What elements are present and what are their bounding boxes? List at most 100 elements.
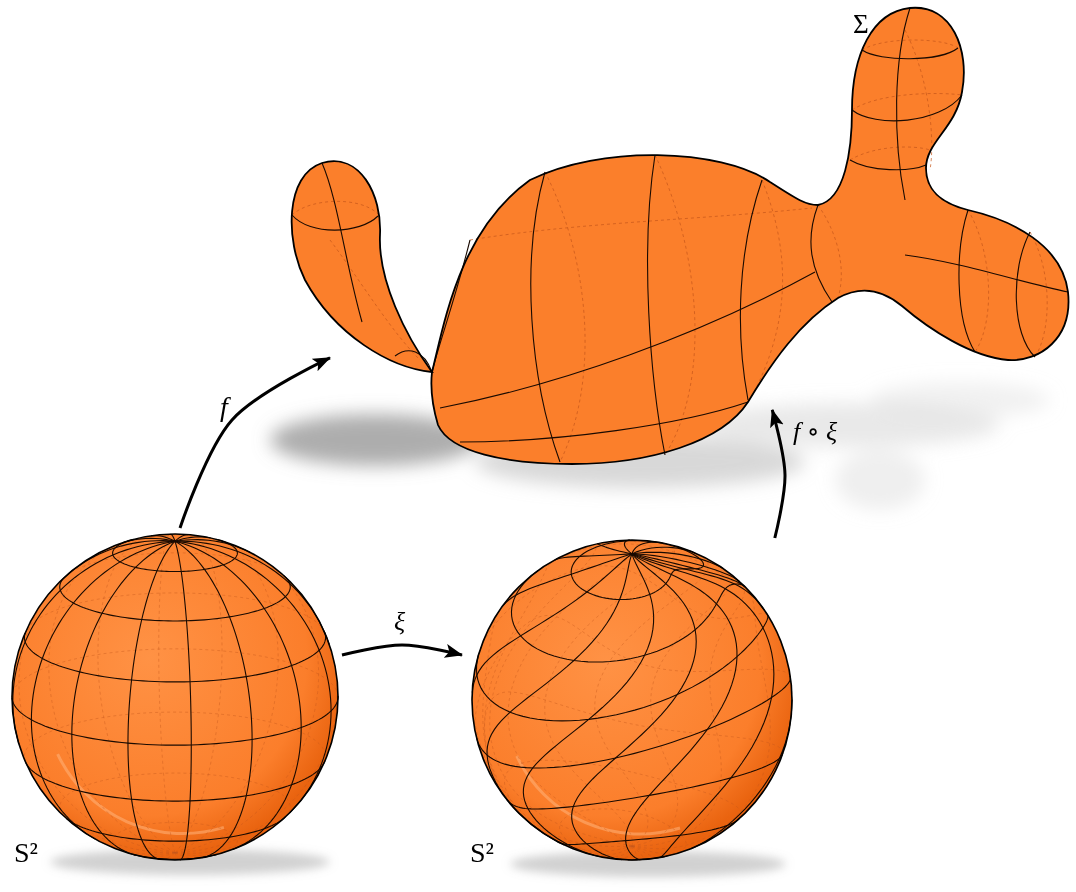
shadow <box>835 450 925 510</box>
grid-line <box>60 577 187 621</box>
map-label: f ∘ ξ <box>793 418 837 447</box>
grid-line <box>905 255 1068 292</box>
grid-line <box>597 544 632 554</box>
label-holder: ξ <box>394 608 405 637</box>
hidden-grid-line <box>1030 232 1047 357</box>
grid-line <box>191 696 338 745</box>
grid-line <box>624 540 632 554</box>
hidden-grid-line <box>485 560 632 846</box>
hidden-grid-line <box>560 809 686 860</box>
grid-line <box>740 180 762 400</box>
grid-line <box>440 272 815 408</box>
surface-outline <box>292 161 432 372</box>
hidden-grid-line <box>752 180 783 396</box>
grid-line <box>811 205 832 302</box>
sphere-body <box>12 534 338 860</box>
grid-line <box>571 541 703 600</box>
grid-line <box>190 631 326 681</box>
figure-node: S² <box>462 538 802 878</box>
grid-line <box>648 155 665 455</box>
grid-line <box>72 541 175 855</box>
grid-line <box>737 615 768 657</box>
figure-node: Σ <box>282 2 1074 472</box>
grid-line <box>187 576 291 621</box>
hidden-grid-line <box>24 712 325 763</box>
figure-label: Σ <box>853 10 869 40</box>
map-arrow <box>180 358 330 528</box>
grid-line <box>175 535 188 542</box>
hidden-grid-line <box>25 593 324 633</box>
hidden-grid-line <box>545 543 675 846</box>
hidden-grid-line <box>484 692 782 799</box>
grid-line <box>322 163 362 322</box>
grid-line <box>175 541 301 849</box>
hidden-grid-line <box>632 582 745 846</box>
shadow <box>870 382 1050 418</box>
grid-line <box>175 541 191 860</box>
grid-line <box>558 841 626 845</box>
hidden-grid-line <box>175 535 222 853</box>
map-arrow <box>772 410 785 538</box>
illustration <box>292 8 1069 464</box>
grid-line <box>476 655 737 720</box>
grid-line <box>128 541 175 859</box>
grid-line <box>1016 232 1035 357</box>
map-arrow <box>342 645 462 655</box>
hidden-grid-line <box>49 543 175 853</box>
map-label: ξ <box>394 608 405 637</box>
map-label: f <box>220 392 228 423</box>
grid-line <box>531 172 560 462</box>
grid-line <box>632 542 661 554</box>
grid-line <box>292 215 378 230</box>
grid-line <box>432 240 470 372</box>
hidden-grid-line <box>968 210 989 352</box>
label-holder: f ∘ ξ <box>793 418 837 447</box>
hidden-grid-line <box>65 553 284 577</box>
grid-line <box>959 210 975 352</box>
hidden-grid-line <box>852 94 962 110</box>
grid-line <box>572 554 697 860</box>
hidden-grid-line <box>159 534 175 853</box>
sphere-body <box>472 540 792 860</box>
grid-line <box>175 541 252 858</box>
grid-line <box>523 554 653 857</box>
figure-label: S² <box>14 838 38 869</box>
grid-line <box>65 541 175 577</box>
hidden-grid-line <box>175 644 337 852</box>
hidden-grid-line <box>19 744 175 853</box>
figure-node: S² <box>8 528 342 878</box>
grid-line <box>460 402 748 442</box>
grid-line <box>632 547 695 554</box>
grid-line <box>691 700 792 849</box>
hidden-grid-line <box>655 155 695 455</box>
grid-line <box>850 160 926 170</box>
grid-line <box>707 676 790 729</box>
sphere-shape <box>8 528 342 878</box>
hidden-grid-line <box>765 610 792 699</box>
sphere-outline <box>472 540 792 860</box>
hidden-grid-line <box>12 649 338 698</box>
hidden-grid-line <box>98 536 175 853</box>
sphere-shape <box>462 538 802 878</box>
illustration <box>12 534 338 860</box>
grid-line <box>897 8 910 200</box>
hidden-grid-line <box>564 845 632 857</box>
grid-line <box>862 48 958 59</box>
grid-line <box>31 541 175 839</box>
surface-outline <box>431 8 1068 464</box>
grid-line <box>852 95 962 121</box>
grid-line <box>13 541 175 744</box>
hidden-grid-line <box>632 569 732 847</box>
sphere-highlight <box>58 754 224 834</box>
grid-line <box>632 554 774 858</box>
hidden-grid-line <box>60 773 290 818</box>
hidden-grid-line <box>483 605 632 851</box>
hidden-grid-line <box>850 147 930 160</box>
grid-line <box>632 554 740 582</box>
surface-lobe <box>292 161 432 372</box>
hidden-grid-line <box>175 552 319 852</box>
hidden-grid-line <box>538 544 744 587</box>
hidden-grid-line <box>330 240 420 360</box>
grid-line <box>632 554 746 587</box>
grid-line <box>175 541 331 813</box>
